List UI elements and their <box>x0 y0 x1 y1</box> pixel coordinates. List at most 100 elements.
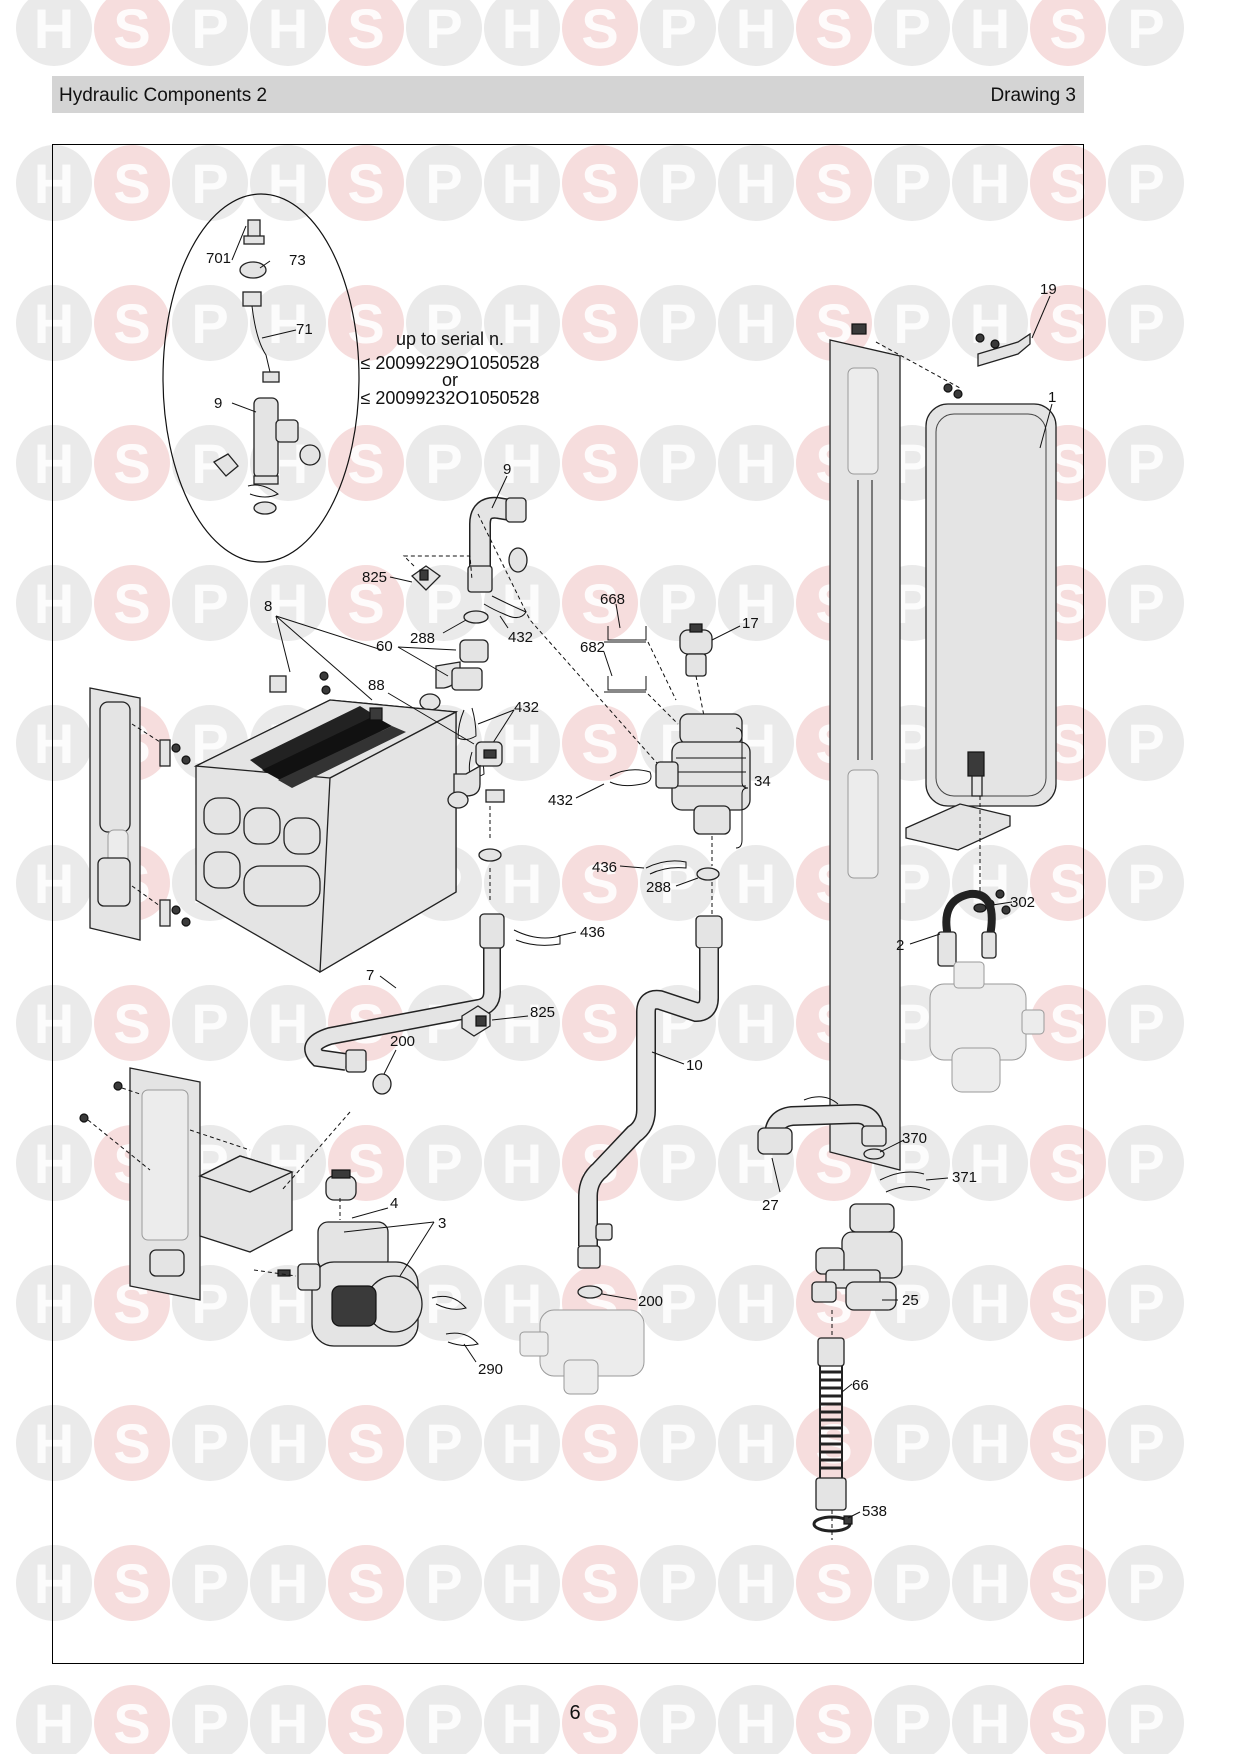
svg-text:H: H <box>736 432 776 495</box>
callout-200-low: 200 <box>638 1293 663 1310</box>
svg-text:S: S <box>113 992 150 1055</box>
svg-text:S: S <box>581 572 618 635</box>
page-number: 6 <box>569 1702 581 1724</box>
watermark-logo: H <box>16 1265 92 1341</box>
callout-371: 371 <box>952 1169 977 1186</box>
svg-text:H: H <box>502 292 542 355</box>
watermark-logo: P <box>406 1405 482 1481</box>
watermark-logo: S <box>1030 0 1106 66</box>
callout-2: 2 <box>896 937 904 954</box>
watermark-logo: H <box>718 145 794 221</box>
svg-text:S: S <box>113 432 150 495</box>
pipe-7 <box>304 913 505 1095</box>
watermark-logo: P <box>172 565 248 641</box>
flexible-hose-2 <box>937 889 997 967</box>
svg-text:P: P <box>191 0 228 60</box>
watermark-logo: S <box>796 0 872 66</box>
callout-9: 9 <box>503 461 511 478</box>
svg-text:H: H <box>970 0 1010 60</box>
svg-text:S: S <box>1049 0 1086 60</box>
watermark-logo: S <box>562 1545 638 1621</box>
svg-text:H: H <box>34 1132 74 1195</box>
svg-text:P: P <box>1127 992 1164 1055</box>
svg-text:H: H <box>736 292 776 355</box>
watermark-logo: S <box>1030 145 1106 221</box>
watermark-logo: S <box>328 1405 404 1481</box>
watermark-logo: P <box>1108 1545 1184 1621</box>
svg-text:H: H <box>268 1412 308 1475</box>
watermark-logo: P <box>172 0 248 66</box>
svg-text:S: S <box>113 1552 150 1615</box>
watermark-logo: H <box>16 145 92 221</box>
svg-text:S: S <box>113 292 150 355</box>
svg-text:S: S <box>581 852 618 915</box>
watermark-logo: H <box>484 1405 560 1481</box>
callout-200-left: 200 <box>390 1033 415 1050</box>
elbow-88 <box>447 741 505 809</box>
svg-text:P: P <box>1127 712 1164 775</box>
watermark-logo: H <box>16 705 92 781</box>
svg-text:H: H <box>970 1272 1010 1335</box>
watermark-logo: P <box>172 985 248 1061</box>
callout-66: 66 <box>852 1377 869 1394</box>
watermark-logo: H <box>484 285 560 361</box>
watermark-logo: H <box>250 1405 326 1481</box>
watermark-logo: H <box>484 1545 560 1621</box>
watermark-logo: P <box>1108 1405 1184 1481</box>
svg-text:P: P <box>191 292 228 355</box>
page-title: Hydraulic Components 2 <box>59 85 268 106</box>
svg-text:S: S <box>347 0 384 60</box>
watermark-logo: P <box>172 1405 248 1481</box>
svg-text:S: S <box>581 432 618 495</box>
svg-text:P: P <box>893 1272 930 1335</box>
svg-text:S: S <box>347 432 384 495</box>
callout-73: 73 <box>289 252 306 269</box>
callout-538: 538 <box>862 1503 887 1520</box>
svg-text:P: P <box>659 1272 696 1335</box>
watermark-logo: S <box>1030 985 1106 1061</box>
lower-left-frame <box>79 1067 201 1301</box>
watermark-logo: P <box>172 1685 248 1754</box>
watermark-logo: H <box>952 1545 1028 1621</box>
watermark-logo: S <box>328 285 404 361</box>
watermark-logo: H <box>484 425 560 501</box>
svg-text:H: H <box>34 992 74 1055</box>
elbow-27 <box>757 1096 887 1160</box>
svg-text:P: P <box>425 292 462 355</box>
svg-text:S: S <box>113 152 150 215</box>
watermark-logo: S <box>562 1685 638 1754</box>
callout-10: 10 <box>686 1057 703 1074</box>
watermark-logo: H <box>250 565 326 641</box>
svg-text:H: H <box>34 1552 74 1615</box>
svg-text:P: P <box>425 1272 462 1335</box>
svg-text:H: H <box>502 712 542 775</box>
svg-text:H: H <box>268 152 308 215</box>
watermark-logo: S <box>562 1405 638 1481</box>
svg-text:P: P <box>425 1552 462 1615</box>
svg-text:S: S <box>1049 1692 1086 1754</box>
watermark-logo: H <box>16 1685 92 1754</box>
serial-note: up to serial n. ≤ 20099229O1050528 or ≤ … <box>360 329 539 408</box>
watermark-logo: H <box>250 1265 326 1341</box>
svg-text:P: P <box>659 292 696 355</box>
watermark-logo: S <box>328 145 404 221</box>
heat-exchanger <box>193 675 459 974</box>
callout-432-top: 432 <box>508 629 533 646</box>
watermark-logo: P <box>1108 1685 1184 1754</box>
watermark-logo: H <box>718 1265 794 1341</box>
watermark-logo: S <box>94 1405 170 1481</box>
svg-text:H: H <box>34 572 74 635</box>
watermark-logo: S <box>94 1685 170 1754</box>
watermark-logo: H <box>250 1685 326 1754</box>
watermark-logo: H <box>718 1405 794 1481</box>
watermark-logo: S <box>94 985 170 1061</box>
watermark-logo: H <box>952 1405 1028 1481</box>
watermark-logo: P <box>874 1545 950 1621</box>
svg-text:S: S <box>347 152 384 215</box>
svg-text:H: H <box>502 0 542 60</box>
vessel-bracket-19 <box>943 332 1031 399</box>
svg-text:P: P <box>1127 1692 1164 1754</box>
callout-1: 1 <box>1048 389 1056 406</box>
svg-text:P: P <box>1127 292 1164 355</box>
svg-text:S: S <box>347 572 384 635</box>
